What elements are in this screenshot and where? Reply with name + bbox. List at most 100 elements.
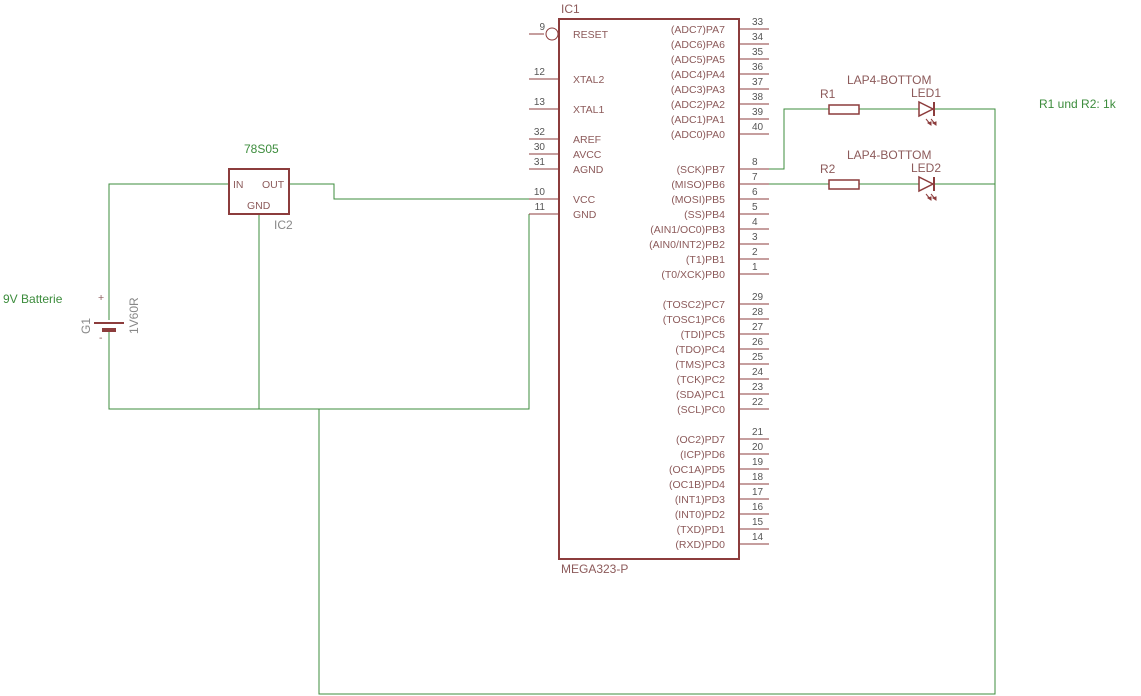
pin-number: 38	[752, 92, 764, 103]
pin-number: 10	[534, 187, 546, 198]
pin-number: 12	[534, 67, 546, 78]
pin-label: (AIN0/INT2)PB2	[649, 239, 725, 251]
pin-label: (ICP)PD6	[680, 449, 725, 461]
ic2-body	[228, 168, 290, 215]
pin-label: (T1)PB1	[686, 254, 725, 266]
ic1-right-pin: 6(MOSI)PB5	[671, 187, 769, 206]
pin-label: (TDI)PC5	[681, 329, 725, 341]
ic1-right-pin: 2(T1)PB1	[686, 247, 769, 266]
pin-label: XTAL1	[573, 104, 604, 116]
battery-value: 1V60R	[127, 297, 141, 334]
pin-number: 1	[752, 262, 758, 273]
pin-label: AGND	[573, 164, 604, 176]
r1-body	[828, 104, 860, 115]
resistor-r1: R1	[820, 87, 860, 115]
resistor-r2: R2	[820, 162, 860, 190]
battery-minus-sign: -	[99, 332, 103, 344]
ic1-body	[558, 18, 740, 560]
pin-label: (T0/XCK)PB0	[661, 269, 725, 281]
ic1-right-pin: 16(INT0)PD2	[675, 502, 769, 521]
pin-number: 11	[535, 202, 546, 213]
ic1-left-pins: 9RESET12XTAL213XTAL132AREF30AVCC31AGND10…	[529, 22, 609, 221]
r1-name: R1	[820, 87, 836, 101]
pin-label: (ADC4)PA4	[671, 69, 725, 81]
pin-number: 3	[752, 232, 758, 243]
pin-number: 33	[752, 17, 764, 28]
battery-name: G1	[79, 318, 93, 334]
pin-label: (OC1B)PD4	[669, 479, 725, 491]
ic1-right-pin: 29 (TOSC2)PC7	[663, 292, 769, 311]
pin-number: 5	[752, 202, 758, 213]
led1: LAP4-BOTTOM LED1	[847, 73, 941, 126]
pin-label: (ADC7)PA7	[671, 24, 725, 36]
pin-label: AVCC	[573, 149, 602, 161]
pin-label: XTAL2	[573, 74, 604, 86]
inverted-pin-bubble	[545, 27, 559, 41]
ic2-pin-out-label: OUT	[262, 179, 285, 191]
ic2-value: 78S05	[244, 142, 279, 156]
ic1-right-pin: 25(TMS)PC3	[675, 352, 769, 371]
led1-light-arrows-icon	[925, 118, 937, 126]
pin-number: 19	[752, 457, 764, 468]
pin-number: 37	[752, 77, 764, 88]
ic1-right-pin: 20(ICP)PD6	[680, 442, 769, 461]
pin-number: 17	[752, 487, 764, 498]
pin-number: 6	[752, 187, 758, 198]
ic2-name: IC2	[274, 218, 293, 232]
led2-triangle	[918, 175, 935, 193]
ic1-right-pin: 26(TDO)PC4	[675, 337, 769, 356]
pin-number: 24	[752, 367, 764, 378]
ic1-right-pin: 40(ADC0)PA0	[671, 122, 769, 141]
pin-number: 36	[752, 62, 764, 73]
ic1-right-pin: 8 (SCK)PB7	[677, 157, 769, 176]
ic1-right-pin: 37 (ADC3)PA3	[671, 77, 769, 96]
ic1-right-pin: 38 (ADC2)PA2	[671, 92, 769, 111]
pin-label: (OC1A)PD5	[669, 464, 725, 476]
pin-label: (ADC2)PA2	[671, 99, 725, 111]
ic1-right-pin: 17 (INT1)PD3	[675, 487, 769, 506]
pin-number: 34	[752, 32, 764, 43]
pin-number: 7	[752, 172, 758, 183]
pin-label: (TOSC2)PC7	[663, 299, 725, 311]
ic1-right-pin: 24(TCK)PC2	[677, 367, 769, 386]
ic1-right-pin: 3 (AIN0/INT2)PB2	[649, 232, 769, 251]
ic1-right-pin: 33 (ADC7)PA7	[671, 17, 769, 36]
ic1-right-pin: 22(SCL)PC0	[677, 397, 769, 416]
pin-number: 39	[752, 107, 764, 118]
pin-label: (TDO)PC4	[675, 344, 725, 356]
ic1-right-pin: 23(SDA)PC1	[676, 382, 769, 401]
ic2-pin-in-label: IN	[233, 179, 244, 191]
pin-number: 8	[752, 157, 758, 168]
ic1-right-pin: 36 (ADC4)PA4	[671, 62, 769, 81]
pin-number: 25	[752, 352, 764, 363]
led2-value: LAP4-BOTTOM	[847, 148, 931, 162]
battery-label: 9V Batterie	[3, 292, 63, 306]
ic1-right-pin: 7(MISO)PB6	[671, 172, 769, 191]
pin-number: 40	[752, 122, 764, 133]
wires	[108, 108, 996, 695]
pin-number: 35	[752, 47, 764, 58]
pin-label: (SDA)PC1	[676, 389, 725, 401]
pin-label: (ADC3)PA3	[671, 84, 725, 96]
wire-battery-plus-to-regulator-in	[108, 183, 229, 320]
pin-label: AREF	[573, 134, 601, 146]
pin-label: RESET	[573, 29, 609, 41]
led2-light-arrows-icon	[925, 193, 937, 201]
ic1-right-pin: 35(ADC5)PA5	[671, 47, 769, 66]
wire-regulator-out-to-vcc	[290, 183, 529, 200]
pin-number: 28	[752, 307, 764, 318]
ic2-regulator: 78S05 IN OUT GND IC2	[228, 142, 293, 232]
pin-label: (SCK)PB7	[677, 164, 726, 176]
pin-label: (INT1)PD3	[675, 494, 725, 506]
ic1-right-pin: 27(TDI)PC5	[681, 322, 769, 341]
ic1-right-pin: 4(AIN1/OC0)PB3	[650, 217, 769, 236]
pin-number: 29	[752, 292, 764, 303]
pin-number: 16	[752, 502, 764, 513]
